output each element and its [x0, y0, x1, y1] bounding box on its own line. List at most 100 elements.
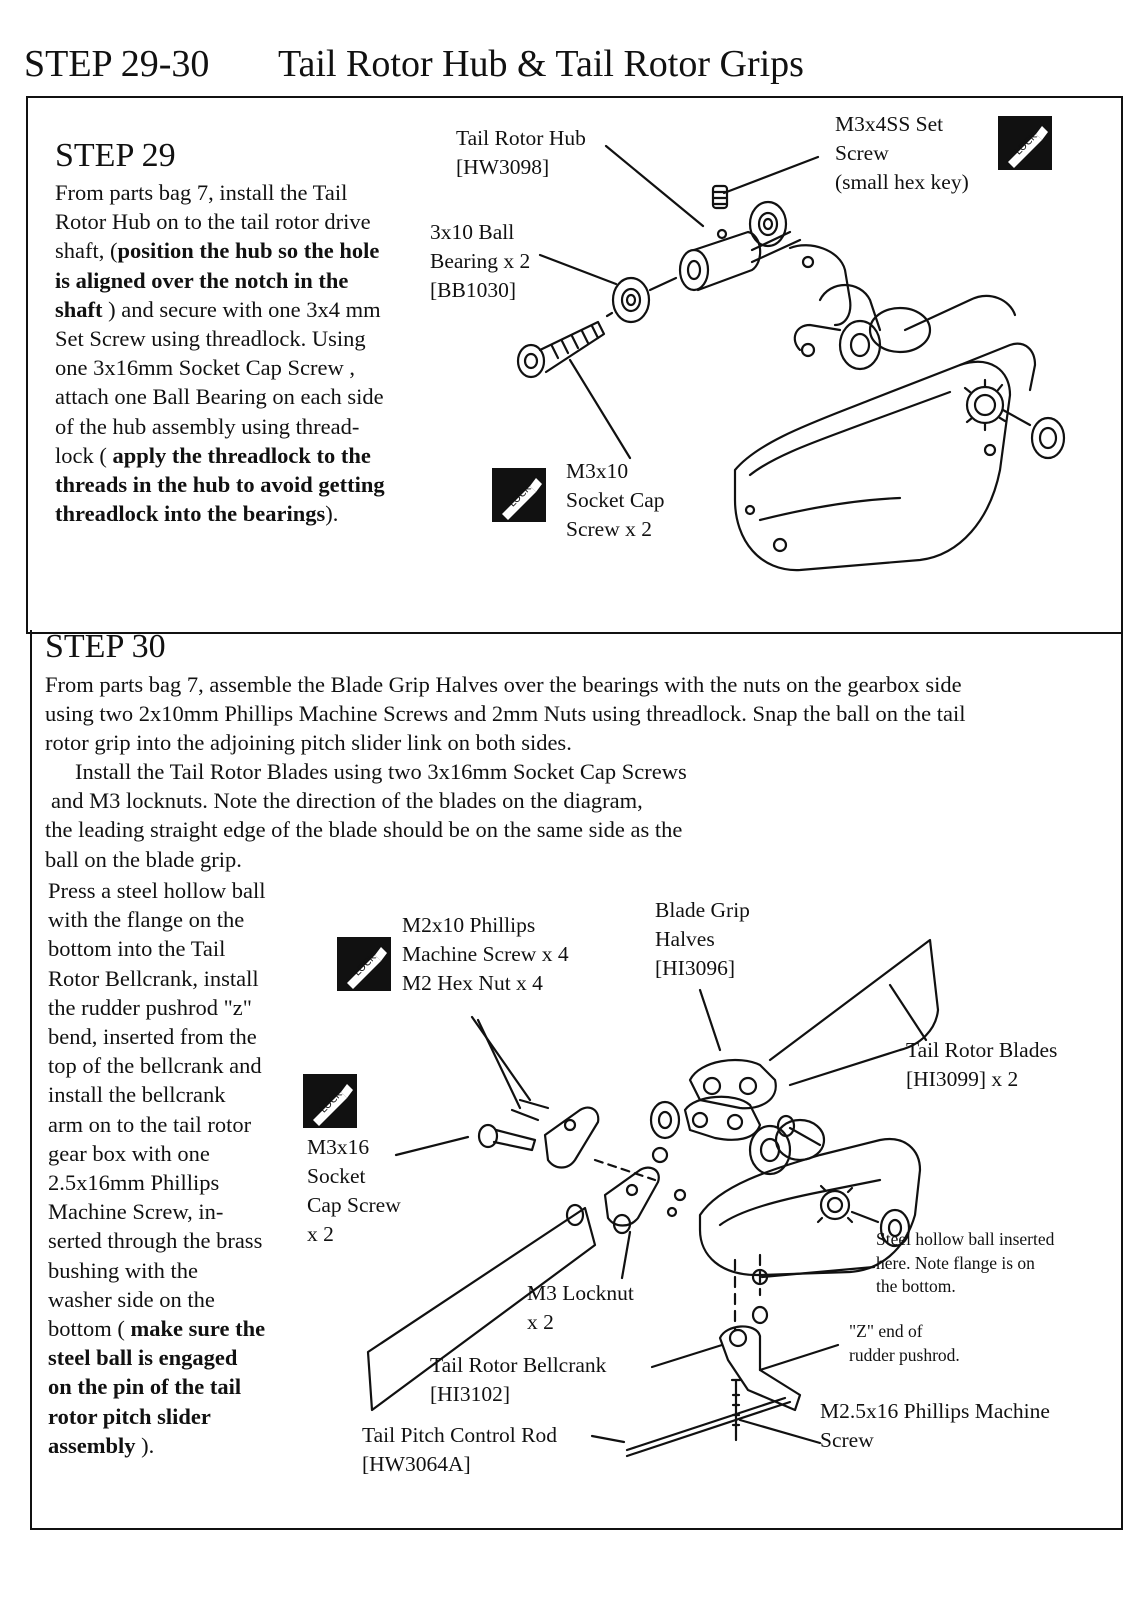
text-line: Steel hollow ball inserted [876, 1229, 1055, 1249]
text-line: 2.5x16mm Phillips [48, 1168, 288, 1197]
text-line: one 3x16mm Socket Cap Screw , [55, 353, 435, 382]
text-line: threadlock into the bearings). [55, 499, 435, 528]
text-run: From parts bag 7, install the Tail [55, 180, 348, 205]
text-run: steel ball is engaged [48, 1345, 238, 1371]
text-line: Rotor Bellcrank, install [48, 964, 288, 993]
text-run: make sure the [130, 1316, 266, 1342]
text-line: 3x10 Ball [430, 220, 515, 244]
text-line: Tail Rotor Blades [906, 1038, 1058, 1062]
text-run: install the bellcrank [48, 1082, 226, 1108]
text-line: threads in the hub to avoid getting [55, 470, 435, 499]
text-line: Screw [835, 141, 889, 165]
text-line: M3x16 [307, 1135, 370, 1159]
text-line: [HI3096] [655, 956, 736, 980]
text-line: with the flange on the [48, 905, 288, 934]
text-line: gear box with one [48, 1139, 288, 1168]
text-run: lock ( [55, 442, 113, 468]
text-line: bushing with the [48, 1256, 288, 1285]
text-line: [BB1030] [430, 278, 516, 302]
text-line: rotor grip into the adjoining pitch slid… [45, 730, 572, 756]
text-run: assembly [48, 1432, 136, 1458]
text-run: threadlock into the bearings [55, 501, 326, 527]
text-run: rotor pitch slider [48, 1403, 211, 1429]
text-line: arm on to the tail rotor [48, 1110, 288, 1139]
text-line: [HW3098] [456, 155, 550, 179]
text-run: attach one Ball Bearing on each side [55, 384, 384, 410]
step30-heading: STEP 30 [45, 628, 166, 665]
text-line: serted through the brass [48, 1226, 288, 1255]
lock-threadlock-icon: LOCK [998, 116, 1052, 170]
text-line: M3x10 [566, 459, 629, 483]
text-line: the rudder pushrod "z" [48, 993, 288, 1022]
text-run: Rotor Hub on to the tail rotor drive [55, 209, 371, 235]
text-line: bottom into the Tail [48, 934, 288, 963]
step30-panel [30, 630, 1123, 1530]
text-run: shaft [55, 296, 103, 322]
text-line: M2.5x16 Phillips Machine [820, 1399, 1050, 1423]
text-line: on the pin of the tail [48, 1372, 288, 1401]
text-run: the rudder pushrod "z" [48, 994, 252, 1020]
text-line: the leading straight edge of the blade s… [45, 817, 683, 843]
text-line: Tail Pitch Control Rod [362, 1423, 557, 1447]
step30-bellcrank-instructions: Press a steel hollow ball with the flange… [48, 876, 288, 1460]
text-run: serted through the brass [48, 1228, 263, 1254]
text-line: ball on the blade grip. [45, 846, 242, 872]
text-line: M2x10 Phillips [402, 913, 536, 937]
text-run: bushing with the [48, 1257, 198, 1283]
text-run: Rotor Bellcrank, install [48, 965, 259, 991]
text-run: ). [135, 1432, 155, 1458]
text-line: M2 Hex Nut x 4 [402, 971, 543, 995]
text-line: of the hub assembly using thread- [55, 412, 435, 441]
text-line: [HW3064A] [362, 1452, 471, 1476]
step30-paragraph-1: From parts bag 7, assemble the Blade Gri… [45, 670, 1105, 758]
text-line: M3x4SS Set [835, 112, 944, 136]
text-line: Socket [307, 1164, 366, 1188]
text-line: bend, inserted from the [48, 1022, 288, 1051]
step30-paragraph-2: Install the Tail Rotor Blades using two … [45, 757, 765, 874]
step29-diagram [516, 144, 1066, 572]
text-line: is aligned over the notch in the [55, 266, 435, 295]
text-run: is aligned over the notch in the [55, 267, 349, 293]
text-line: Rotor Hub on to the tail rotor drive [55, 207, 435, 236]
text-run: ). [325, 501, 339, 527]
page-title: STEP 29-30 Tail Rotor Hub & Tail Rotor G… [24, 38, 804, 90]
text-line: Socket Cap [566, 488, 665, 512]
step-range: STEP 29-30 [24, 43, 210, 85]
text-run: position the hub so the hole [117, 238, 380, 264]
text-line: the bottom. [876, 1276, 956, 1296]
step29-heading: STEP 29 [55, 137, 176, 174]
text-run: top of the bellcrank and [48, 1053, 262, 1079]
text-run: arm on to the tail rotor [48, 1111, 252, 1137]
text-run: of the hub assembly using thread- [55, 413, 360, 439]
step30-diagram [366, 938, 940, 1458]
text-line: bottom ( make sure the [48, 1314, 288, 1343]
text-line: top of the bellcrank and [48, 1051, 288, 1080]
text-line: assembly ). [48, 1431, 288, 1460]
text-line: x 2 [307, 1222, 334, 1246]
text-line: and M3 locknuts. Note the direction of t… [51, 788, 643, 814]
text-run: threads in the hub to avoid getting [55, 472, 385, 498]
text-run: bottom ( [48, 1316, 131, 1342]
text-run: ) and secure with one 3x4 mm [102, 296, 381, 322]
text-line: Machine Screw, in- [48, 1197, 288, 1226]
text-line: Screw x 2 [566, 517, 652, 541]
text-line: From parts bag 7, install the Tail [55, 178, 435, 207]
text-line: [HI3099] x 2 [906, 1067, 1019, 1091]
text-run: Machine Screw, in- [48, 1199, 224, 1225]
text-line: washer side on the [48, 1285, 288, 1314]
section-title: Tail Rotor Hub & Tail Rotor Grips [278, 43, 804, 85]
text-run: one 3x16mm Socket Cap Screw , [55, 355, 355, 381]
text-run: with the flange on the [48, 907, 245, 933]
text-line: steel ball is engaged [48, 1343, 288, 1372]
text-run: on the pin of the tail [48, 1374, 242, 1400]
text-run: Press a steel hollow ball [48, 878, 266, 903]
text-line: Blade Grip [655, 898, 750, 922]
text-line: Screw [820, 1428, 874, 1452]
lock-threadlock-icon: LOCK [337, 937, 391, 991]
